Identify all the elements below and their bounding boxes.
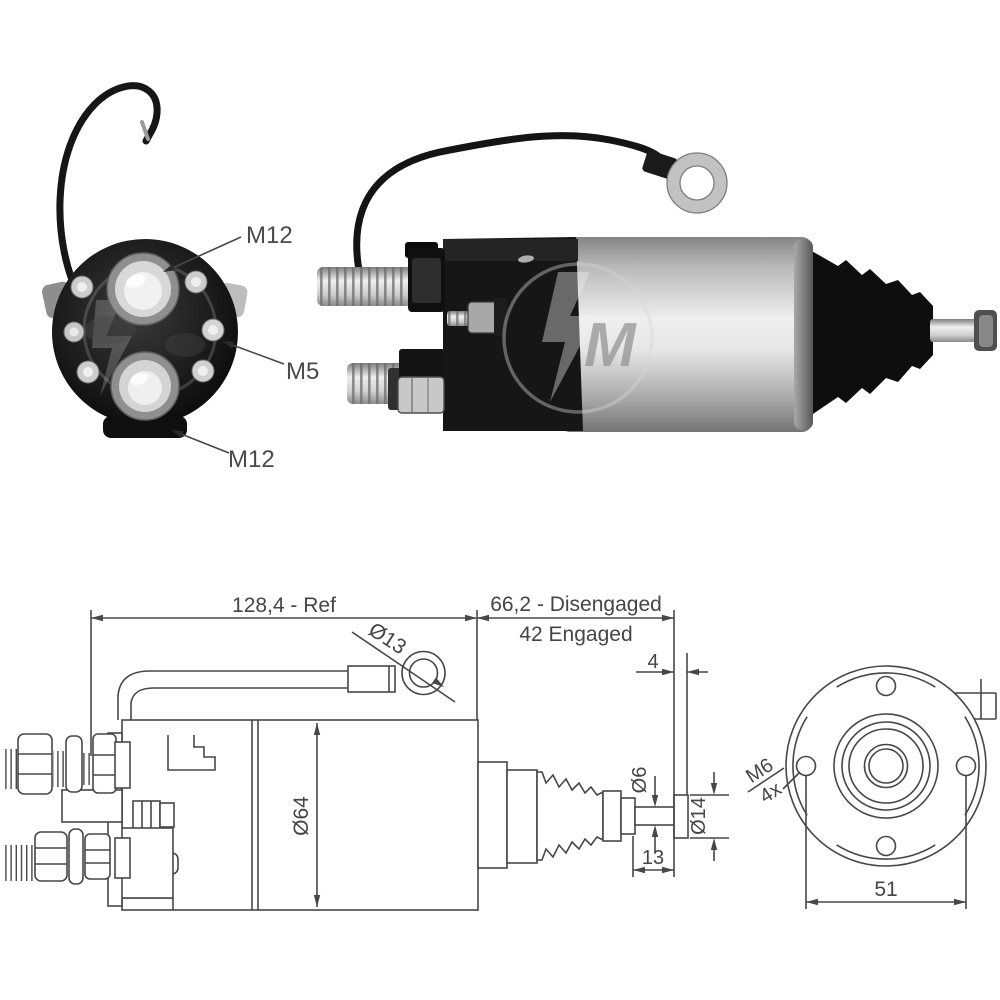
mount-holes [795,675,977,857]
drawn-pin-head [673,794,689,839]
solenoid-terminal-screw [447,298,507,336]
flange-outline [785,665,987,867]
pin-head-face [979,315,993,347]
dim-tip-diameter: Ø14 [688,772,729,861]
watermark-bolt-left [92,300,132,396]
m12-terminal-bottom [110,351,180,421]
dim-tip-thickness: 4 [636,651,708,795]
battery-stud-top [317,242,445,312]
dim-tip-length: 13 [632,836,674,877]
label-eyelet-diameter: Ø13 [364,618,410,659]
drawn-boot [536,771,604,861]
flange-tab [954,679,997,720]
contact-bracket [167,735,216,771]
label-rod-diameter: Ø6 [629,767,651,794]
inner-bolt [132,800,161,830]
housing-top-face [443,239,578,261]
rear-view-photo [42,82,248,438]
bottom-mount-tab [103,416,187,438]
label-overall-length: 128,4 - Ref [232,594,336,617]
terminal-plate [61,789,123,823]
arrowhead [222,341,235,349]
ground-wire [353,132,670,280]
ring-terminal [667,153,727,213]
stud-bottom [4,828,131,885]
drawing-side-view: Ø64 Ø13 128,4 - Ref 66,2 - Disengaged 42… [3,593,729,911]
stud-plate [114,837,131,879]
dim-hole-spacing: 51 [805,776,967,909]
switch-housing-black [443,237,583,431]
label-m12-top: M12 [246,222,293,249]
body-outline [121,719,479,911]
face-shading [165,333,205,357]
m12-terminal-top [106,252,180,326]
label-tip-diameter: Ø14 [688,797,710,835]
rubber-boot [810,250,933,416]
zm-watermark: M [502,262,654,414]
dim-travel: 66,2 - Disengaged 42 Engaged [477,593,675,877]
watermark-bolt [542,272,596,402]
label-disengaged: 66,2 - Disengaged [490,593,662,616]
callout-m5: M5 [222,341,319,385]
arrowhead [163,263,176,272]
drawn-wire [117,650,446,720]
callout-m12-top: M12 [163,222,293,272]
ring-outline [666,152,728,214]
label-m5: M5 [286,358,319,385]
label-m12-bottom: M12 [228,446,275,473]
label-hole-spacing: 51 [874,878,897,901]
cylinder-edge [794,239,813,430]
side-view-photo: M [317,132,997,432]
label-body-diameter: Ø64 [290,796,313,836]
stud-top [3,733,131,795]
callout-m12-bottom: M12 [171,430,275,473]
dim-body-diameter: Ø64 [290,723,321,907]
wire-tip [140,120,150,141]
arrowhead [171,430,184,438]
plunger-rod [930,319,978,342]
small-terminal-lugs [63,270,225,384]
dim-overall-length: 128,4 - Ref [90,594,478,756]
drawn-plunger [477,761,689,869]
ring-hole [679,165,715,201]
face-shading [84,316,136,344]
solenoid-cylinder [560,237,812,432]
ground-wire [56,82,161,302]
inner-bolt-washer [159,802,175,828]
drawing-end-view: M6 4x 51 [742,665,997,909]
label-tip-length: 13 [642,847,664,869]
drawn-rod [634,806,676,826]
stud-plate [114,741,131,789]
watermark-letter-m: M [584,311,637,380]
battery-stud-bottom [347,349,445,414]
wire-crimp [347,665,396,693]
dim-rod-diameter: Ø6 [629,767,659,853]
label-tip-thickness: 4 [647,651,658,673]
label-engaged: 42 Engaged [519,623,632,646]
hub-rings [833,713,939,819]
stamp-mark [518,255,534,263]
